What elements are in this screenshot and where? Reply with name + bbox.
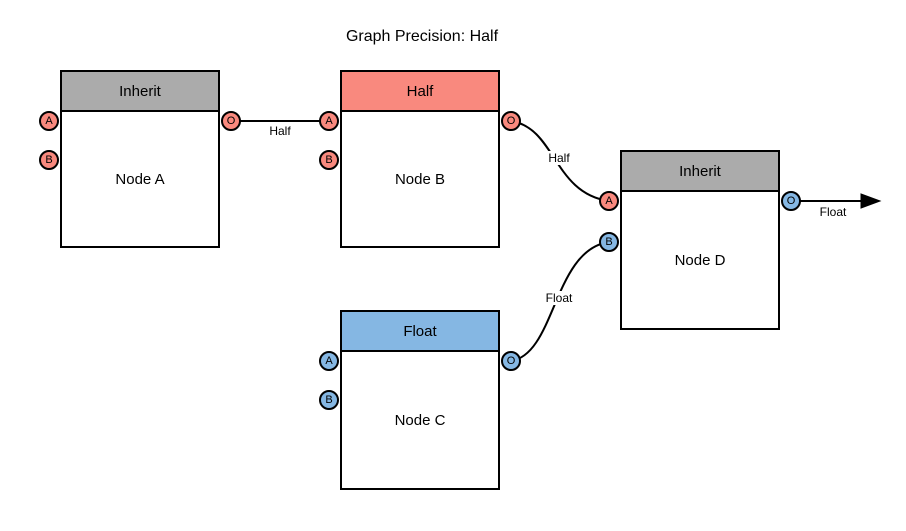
node-c-label: Node C xyxy=(394,411,446,429)
node-a[interactable]: Inherit Node A xyxy=(60,70,220,248)
edge-label-b-d: Half xyxy=(546,151,572,165)
node-b-header: Half xyxy=(342,72,498,112)
output-arrowhead-icon xyxy=(860,193,882,209)
node-a-port-a[interactable]: A xyxy=(39,111,59,131)
node-c[interactable]: Float Node C xyxy=(340,310,500,490)
node-d-header: Inherit xyxy=(622,152,778,192)
node-c-header: Float xyxy=(342,312,498,352)
edge-label-c-d: Float xyxy=(543,291,575,305)
node-d[interactable]: Inherit Node D xyxy=(620,150,780,330)
node-a-header: Inherit xyxy=(62,72,218,112)
node-d-port-a[interactable]: A xyxy=(599,191,619,211)
node-a-port-b[interactable]: B xyxy=(39,150,59,170)
node-a-label: Node A xyxy=(115,170,165,188)
node-c-port-o[interactable]: O xyxy=(501,351,521,371)
node-c-port-b[interactable]: B xyxy=(319,390,339,410)
node-a-port-o[interactable]: O xyxy=(221,111,241,131)
node-d-label: Node D xyxy=(674,251,726,269)
node-d-port-b[interactable]: B xyxy=(599,232,619,252)
node-b-port-b[interactable]: B xyxy=(319,150,339,170)
node-b-port-a[interactable]: A xyxy=(319,111,339,131)
node-b-label: Node B xyxy=(394,170,446,188)
edge-label-a-b: Half xyxy=(267,124,293,138)
node-c-port-a[interactable]: A xyxy=(319,351,339,371)
edge-label-output: Float xyxy=(817,205,849,219)
node-d-port-o[interactable]: O xyxy=(781,191,801,211)
node-b-port-o[interactable]: O xyxy=(501,111,521,131)
node-b[interactable]: Half Node B xyxy=(340,70,500,248)
diagram-title: Graph Precision: Half xyxy=(345,28,499,45)
